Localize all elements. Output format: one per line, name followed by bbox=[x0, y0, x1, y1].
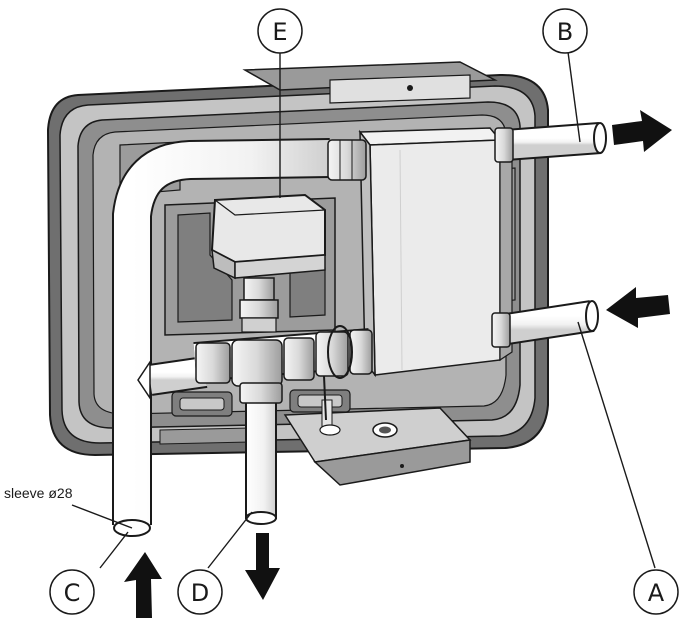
manifold bbox=[193, 325, 373, 421]
top-fitting bbox=[327, 139, 367, 181]
callout-c: C bbox=[49, 569, 95, 615]
flow-arrows bbox=[124, 110, 672, 618]
pipe-a bbox=[491, 300, 599, 348]
callout-label-b: B bbox=[557, 18, 573, 46]
bottom-bracket bbox=[283, 399, 472, 486]
callout-label-d: D bbox=[191, 579, 209, 607]
callout-e: E bbox=[257, 8, 303, 54]
arrow-b-out-icon bbox=[612, 110, 672, 152]
callout-label-e: E bbox=[272, 18, 287, 46]
callout-label-a: A bbox=[648, 579, 665, 607]
arrow-d-out-icon bbox=[245, 533, 280, 600]
arrow-c-in-icon bbox=[124, 552, 162, 618]
callout-b: B bbox=[542, 8, 588, 54]
sleeve-note: sleeve ø28 bbox=[4, 485, 73, 501]
callout-d: D bbox=[177, 569, 223, 615]
pipe-d bbox=[245, 399, 277, 525]
pipe-b bbox=[494, 122, 607, 163]
heat-exchanger bbox=[358, 127, 513, 378]
valve-e bbox=[210, 193, 326, 333]
callout-label-c: C bbox=[64, 579, 81, 607]
arrow-a-in-icon bbox=[606, 287, 670, 328]
callout-a: A bbox=[633, 569, 679, 615]
leader-lines bbox=[71, 51, 656, 569]
top-bracket bbox=[242, 61, 498, 104]
